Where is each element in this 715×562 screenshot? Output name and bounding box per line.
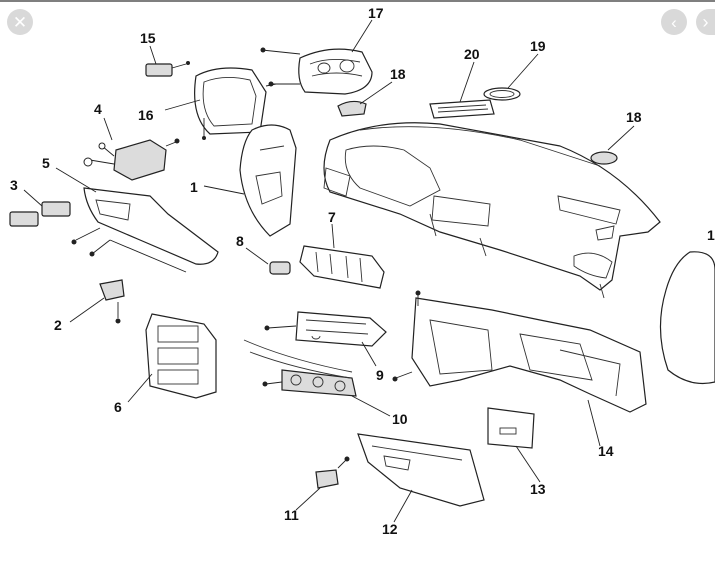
leader-lines bbox=[23, 19, 635, 523]
callout-12: 12 bbox=[382, 521, 398, 537]
callout-14: 14 bbox=[598, 443, 614, 459]
callout-2: 2 bbox=[54, 317, 62, 333]
part-instrument-cluster bbox=[260, 47, 373, 95]
callout-8: 8 bbox=[236, 233, 244, 249]
callout-18-upper: 18 bbox=[390, 66, 406, 82]
part-climate-control bbox=[243, 339, 357, 397]
chevron-right-icon: › bbox=[702, 12, 709, 32]
callout-11: 11 bbox=[284, 507, 299, 523]
callout-16: 16 bbox=[138, 107, 154, 123]
callout-15: 15 bbox=[140, 30, 156, 46]
callout-3: 3 bbox=[10, 177, 18, 193]
callout-9: 9 bbox=[376, 367, 384, 383]
callout-labels: 17 15 18 20 19 16 4 18 5 3 1 1 7 8 2 6 9… bbox=[10, 5, 715, 537]
callout-18-right: 18 bbox=[626, 109, 642, 125]
part-bracket-2 bbox=[99, 279, 125, 324]
part-cluster-bezel bbox=[194, 67, 277, 140]
callout-17: 17 bbox=[368, 5, 384, 21]
callout-7: 7 bbox=[328, 209, 336, 225]
close-button[interactable]: ✕ bbox=[7, 9, 33, 35]
part-defroster-grille bbox=[429, 99, 495, 119]
part-end-cap-right bbox=[659, 251, 715, 385]
part-knob-8 bbox=[269, 261, 291, 275]
callout-1-left: 1 bbox=[190, 179, 198, 195]
next-image-button[interactable]: › bbox=[696, 9, 715, 35]
callout-19: 19 bbox=[530, 38, 546, 54]
part-speaker-cover-right bbox=[590, 151, 618, 165]
callout-5: 5 bbox=[42, 155, 50, 171]
callout-10: 10 bbox=[392, 411, 408, 427]
part-ring-19 bbox=[483, 87, 521, 101]
part-glove-box bbox=[357, 433, 485, 507]
part-lower-cover-5 bbox=[71, 187, 219, 273]
part-dashboard-panel bbox=[323, 122, 661, 299]
part-center-vent bbox=[299, 245, 385, 289]
part-access-panel bbox=[487, 407, 535, 449]
callout-13: 13 bbox=[530, 481, 546, 497]
part-center-bezel bbox=[145, 313, 217, 399]
callout-6: 6 bbox=[114, 399, 122, 415]
part-switch-15 bbox=[145, 61, 190, 77]
close-icon: ✕ bbox=[12, 12, 28, 32]
part-switches-3 bbox=[9, 201, 71, 227]
part-lower-dash-frame bbox=[392, 290, 647, 413]
previous-image-button[interactable]: ‹ bbox=[661, 9, 687, 35]
part-latch-11 bbox=[315, 456, 350, 489]
callout-20: 20 bbox=[464, 46, 480, 62]
part-speaker-cover-left bbox=[337, 100, 367, 117]
part-audio-unit bbox=[264, 311, 387, 347]
callout-1-right: 1 bbox=[707, 227, 715, 243]
chevron-left-icon: ‹ bbox=[671, 12, 677, 32]
part-module-4 bbox=[83, 138, 180, 181]
part-side-panel-left bbox=[239, 124, 297, 237]
callout-4: 4 bbox=[94, 101, 102, 117]
